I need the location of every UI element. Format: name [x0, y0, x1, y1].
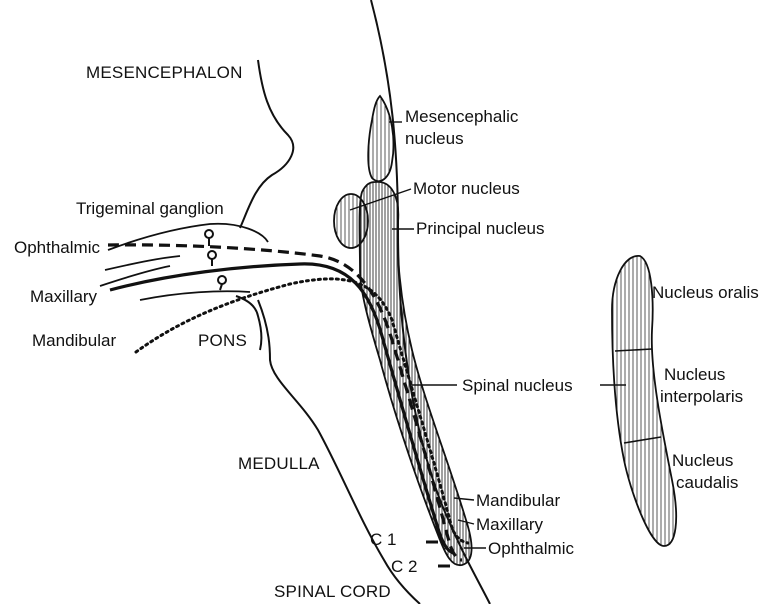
label-c1: C 1 — [370, 529, 396, 550]
ophthalmic-tract — [108, 245, 462, 560]
label-motor-nucleus: Motor nucleus — [413, 178, 520, 199]
label-branch-maxillary: Maxillary — [30, 286, 97, 307]
label-mesencephalic-nucleus-line2: nucleus — [405, 128, 464, 149]
label-principal-nucleus: Principal nucleus — [416, 218, 545, 239]
label-spinal-nucleus: Spinal nucleus — [462, 375, 573, 396]
label-pons: PONS — [198, 330, 247, 351]
label-branch-mandibular: Mandibular — [32, 330, 116, 351]
label-tract-ophthalmic: Ophthalmic — [488, 538, 574, 559]
mesencephalon-contour — [240, 60, 293, 228]
label-nucleus-caudalis-line2: caudalis — [676, 472, 738, 493]
label-branch-ophthalmic: Ophthalmic — [14, 237, 100, 258]
label-nucleus-interpolaris-line1: Nucleus — [664, 364, 725, 385]
label-tract-maxillary: Maxillary — [476, 514, 543, 535]
ganglion-cell-bodies — [205, 230, 226, 290]
label-nucleus-oralis: Nucleus oralis — [652, 282, 759, 303]
spinal-nucleus-column — [360, 182, 472, 565]
label-c2: C 2 — [391, 556, 417, 577]
ganglion-outline — [100, 224, 268, 300]
label-nucleus-interpolaris-line2: interpolaris — [660, 386, 743, 407]
label-nucleus-caudalis-line1: Nucleus — [672, 450, 733, 471]
label-mesencephalic-nucleus-line1: Mesencephalic — [405, 106, 518, 127]
label-mesencephalon: MESENCEPHALON — [86, 62, 243, 83]
label-spinal-cord: SPINAL CORD — [274, 581, 391, 602]
label-tract-mandibular: Mandibular — [476, 490, 560, 511]
label-medulla: MEDULLA — [238, 453, 320, 474]
label-trigeminal-ganglion: Trigeminal ganglion — [76, 198, 224, 219]
mesencephalic-nucleus-shape — [368, 96, 393, 181]
mandibular-tract — [136, 279, 468, 543]
